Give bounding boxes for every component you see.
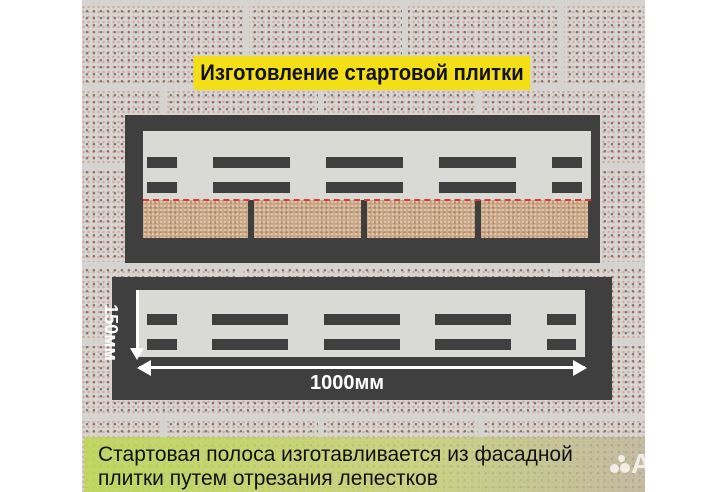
mortar-line: [82, 415, 645, 421]
tile-slot: [213, 182, 290, 193]
width-label: 1000мм: [310, 372, 385, 394]
height-dimension-line: [136, 290, 139, 350]
arrow-left-icon: [137, 360, 151, 376]
tile-petal: [481, 200, 588, 238]
tile-slot: [147, 182, 177, 193]
tile-petal: [254, 200, 361, 238]
strip-slot: [147, 339, 177, 350]
avito-watermark-text: Avito: [631, 448, 700, 479]
arrow-down-icon: [130, 348, 144, 360]
tile-slot: [439, 157, 516, 168]
avito-watermark: Avito: [610, 448, 700, 480]
strip-slot: [212, 314, 288, 325]
tile-petal: [143, 200, 248, 238]
mortar-line: [318, 415, 324, 445]
strip-slot: [435, 339, 511, 350]
mortar-line: [402, 0, 408, 84]
strip-slot: [212, 339, 288, 350]
caption-line-2: плитки путем отрезания лепестков: [98, 467, 438, 490]
tile-slot: [552, 182, 582, 193]
mortar-line: [243, 0, 249, 84]
tile-slot: [439, 182, 516, 193]
arrow-right-icon: [573, 360, 587, 376]
strip-slot: [324, 314, 400, 325]
tile-slot: [326, 182, 403, 193]
strip-slot: [324, 339, 400, 350]
avito-logo-icon: [610, 455, 630, 473]
strip-slot: [547, 339, 576, 350]
title-banner: Изготовление стартовой плитки: [193, 56, 531, 90]
strip-slot: [435, 314, 511, 325]
mortar-line: [478, 415, 484, 445]
caption-band: [84, 437, 645, 492]
width-dimension-line: [139, 366, 585, 369]
mortar-line: [82, 0, 645, 6]
strip-slot: [147, 314, 177, 325]
caption-text: Стартовая полоса изготавливается из фаса…: [98, 443, 573, 491]
strip-slot: [547, 314, 576, 325]
cut-line: [143, 199, 591, 201]
height-label: 150мм: [100, 304, 121, 361]
mortar-line: [160, 415, 166, 445]
tile-slot: [213, 157, 290, 168]
mortar-line: [82, 262, 645, 268]
tile-petal: [367, 200, 475, 238]
mortar-line: [558, 0, 564, 84]
caption-line-1: Стартовая полоса изготавливается из фаса…: [98, 443, 573, 466]
tile-slot: [552, 157, 582, 168]
tile-slot: [326, 157, 403, 168]
tile-slot: [147, 157, 177, 168]
